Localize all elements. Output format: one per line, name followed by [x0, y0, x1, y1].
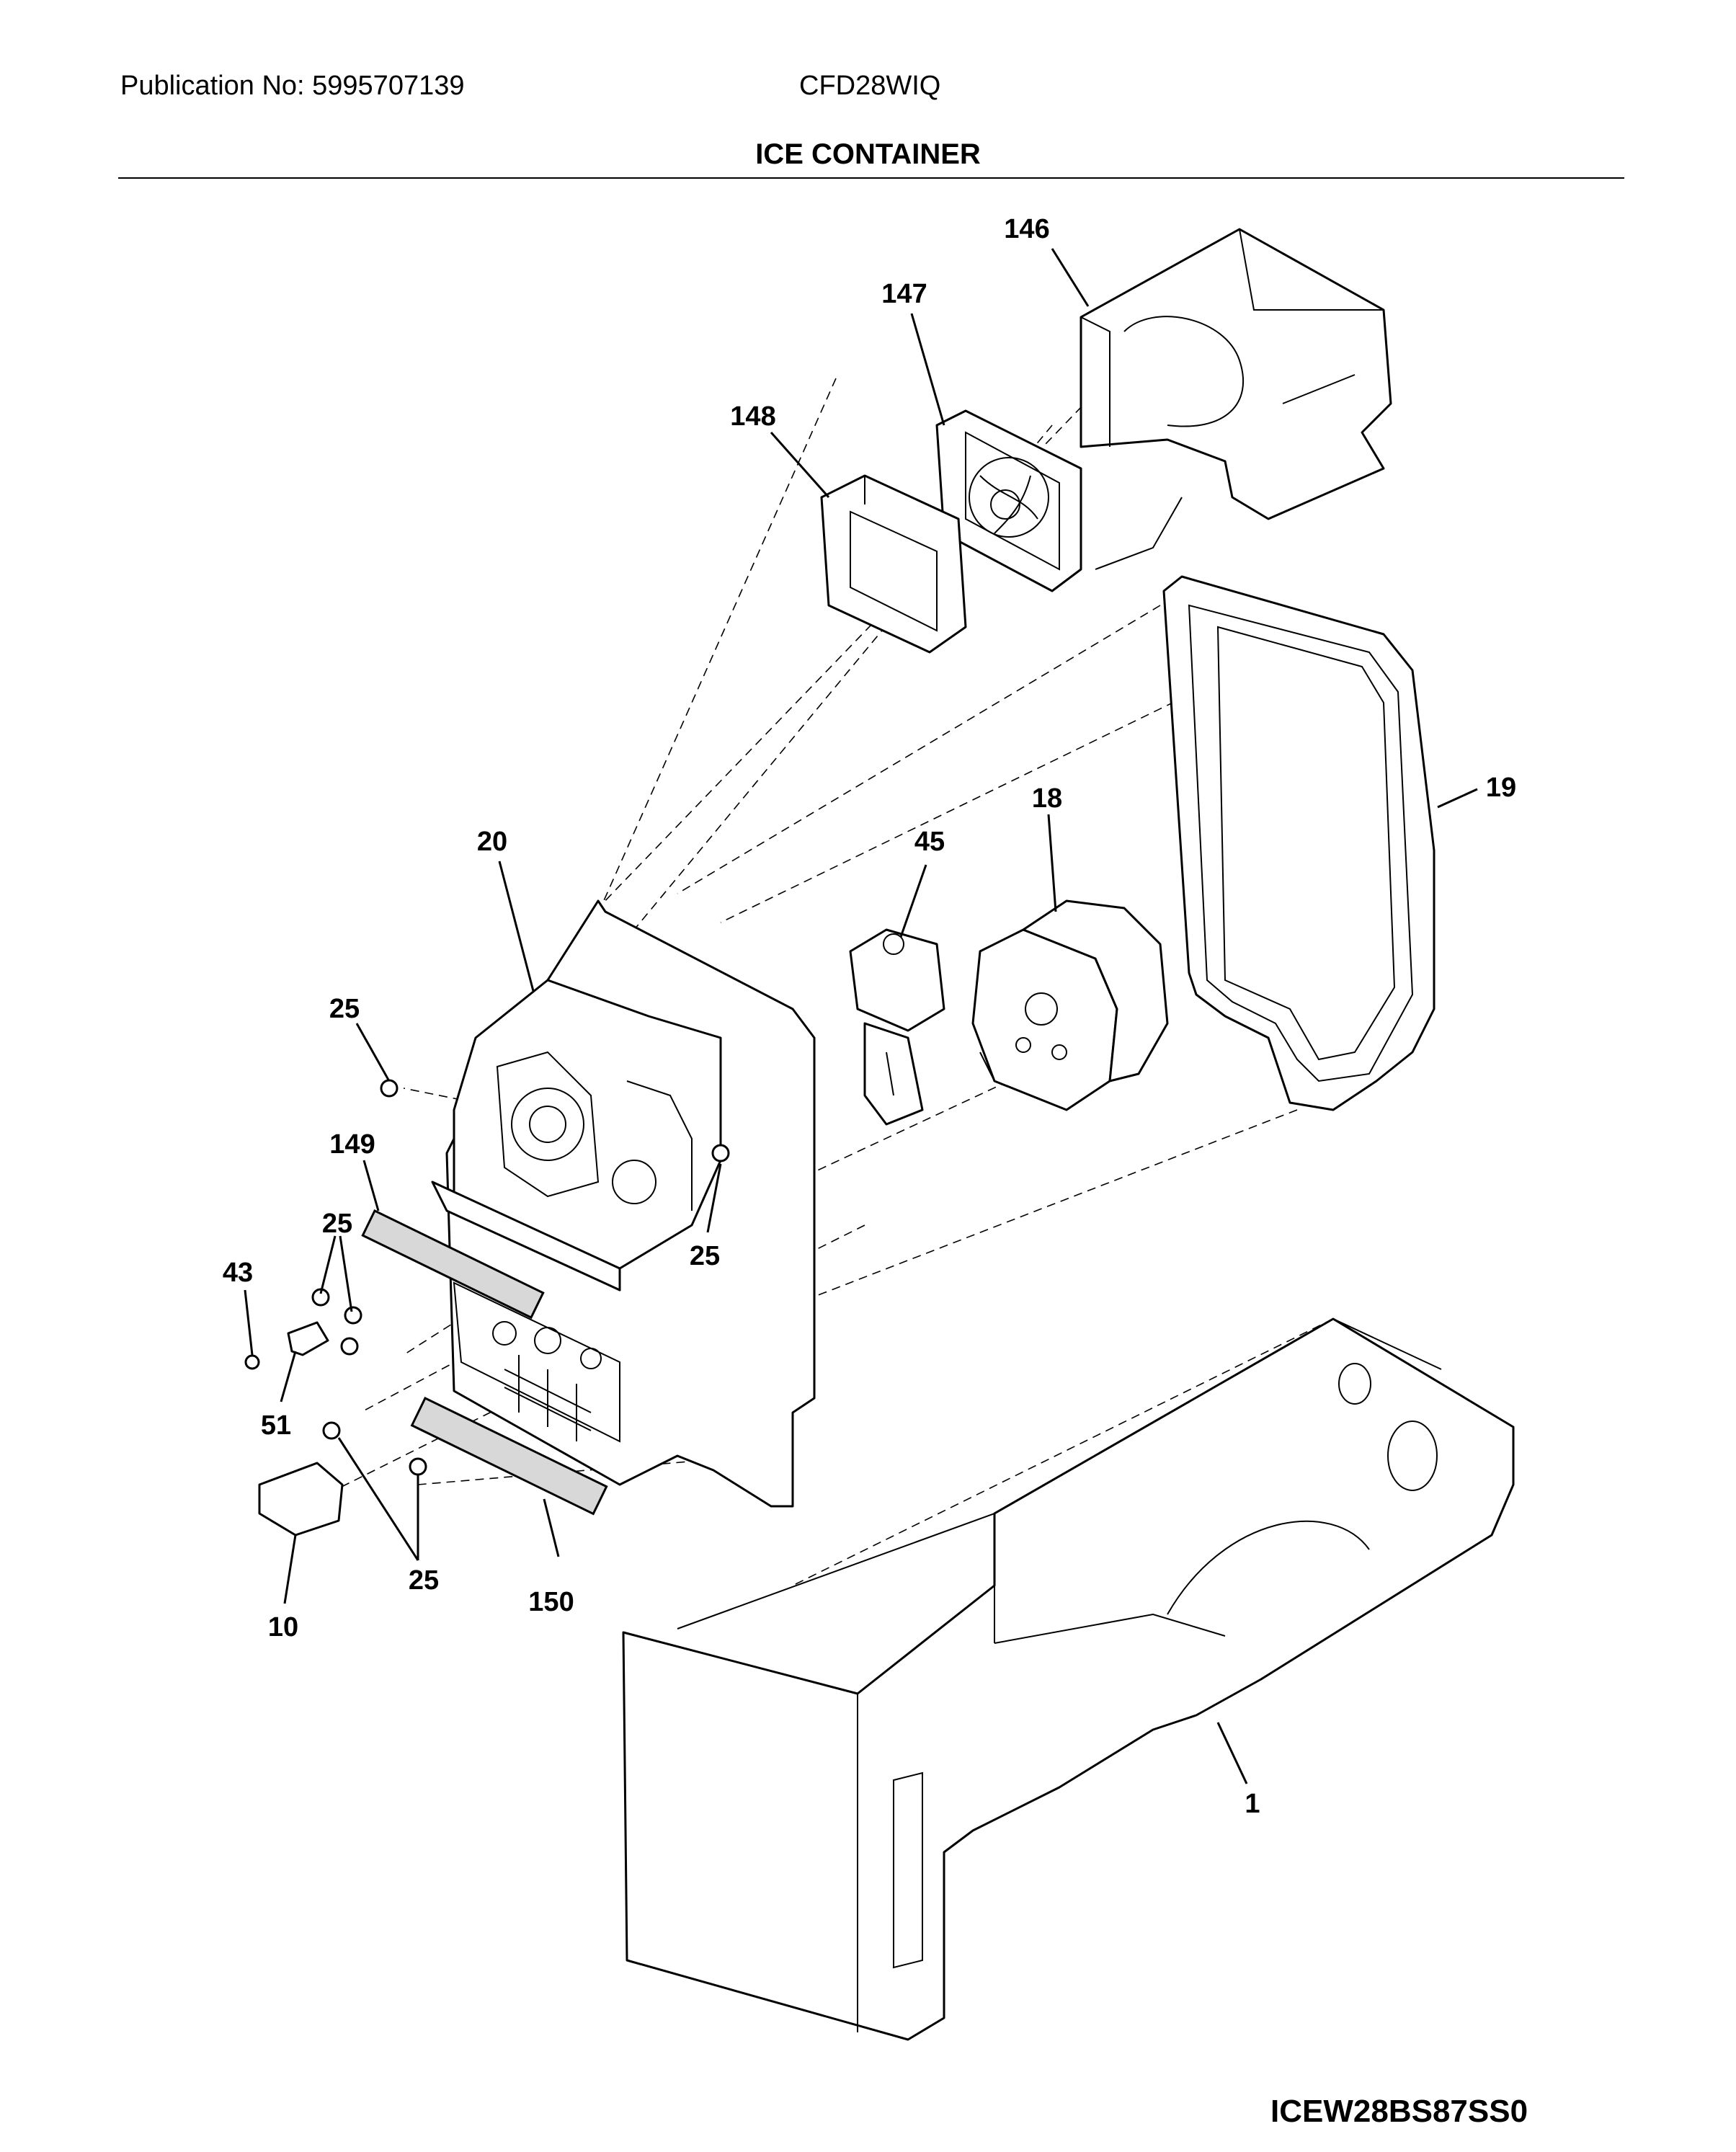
fan-147: [935, 409, 1082, 592]
callout-51: 51: [261, 1410, 291, 1441]
callout-20: 20: [477, 827, 507, 857]
drawing-code: ICEW28BS87SS0: [1270, 2094, 1528, 2129]
callout-25-c: 25: [322, 1209, 352, 1239]
callout-148: 148: [730, 401, 775, 432]
solenoid-45: [849, 928, 945, 1126]
leader-lines: [244, 248, 1478, 1784]
callout-45: 45: [914, 827, 945, 857]
foam-strip-150: [410, 1396, 608, 1516]
callout-146: 146: [1004, 214, 1049, 244]
callout-1: 1: [1245, 1789, 1260, 1819]
model-number: CFD28WIQ: [799, 71, 941, 101]
ice-housing-20: [431, 899, 816, 1508]
callout-25-d: 25: [409, 1565, 439, 1596]
ice-bucket-1: [622, 1317, 1515, 2041]
publication-number: Publication No: 5995707139: [120, 71, 465, 101]
callout-43: 43: [223, 1258, 253, 1288]
screws: [244, 1079, 730, 1476]
foam-strip-149: [361, 1209, 545, 1320]
page-title: ICE CONTAINER: [755, 138, 981, 170]
callout-19: 19: [1486, 773, 1516, 803]
air-duct-146: [1080, 228, 1392, 570]
gasket-19: [1162, 575, 1435, 1111]
callout-25-b: 25: [690, 1241, 720, 1271]
header-rule: [118, 177, 1624, 179]
callout-labels: 146 147 148 19 18 45 20 25 149 25 25 43 …: [223, 214, 1516, 1819]
callout-147: 147: [881, 279, 927, 309]
switch-cover-10: [258, 1462, 344, 1537]
callout-149: 149: [329, 1129, 375, 1160]
callout-10: 10: [268, 1612, 298, 1642]
fan-shroud-148: [820, 474, 967, 654]
callout-25-a: 25: [329, 994, 360, 1024]
callout-150: 150: [528, 1587, 574, 1617]
auger-motor-18: [971, 899, 1169, 1111]
clip-51: [287, 1321, 329, 1356]
callout-18: 18: [1032, 783, 1062, 814]
